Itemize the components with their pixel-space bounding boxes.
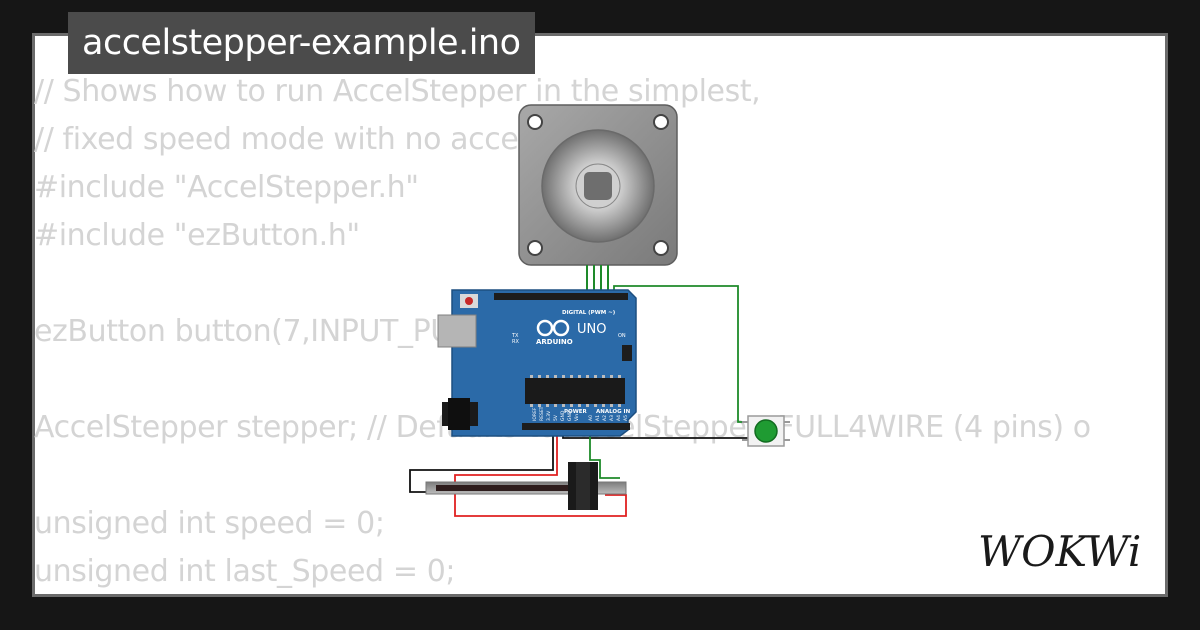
pin-label: GND <box>567 410 573 421</box>
arduino-infinity-icon <box>536 319 570 337</box>
code-line: #include "ezButton.h" <box>34 218 360 253</box>
board-name: UNO <box>577 322 606 337</box>
pin-label: A4 <box>616 415 622 421</box>
code-line: unsigned int last_Speed = 0; <box>34 554 456 589</box>
code-line: unsigned int speed = 0; <box>34 506 385 541</box>
code-line: #include "AccelStepper.h" <box>34 170 419 205</box>
arduino-uno-board: UNO ARDUINO DIGITAL (PWM ~) POWER ANALOG… <box>437 289 637 437</box>
pin-label: 5V <box>553 414 559 421</box>
code-line: // Shows how to run AccelStepper in the … <box>34 74 761 109</box>
pin-label: Vin <box>574 414 580 421</box>
push-button[interactable] <box>742 415 790 447</box>
digital-label: DIGITAL (PWM ~) <box>562 310 616 316</box>
pin-label: A1 <box>595 415 601 421</box>
wokwi-logo-text: WOKWi <box>978 527 1141 576</box>
pin-label: 3.3V <box>546 410 552 421</box>
power-label: POWER <box>564 409 588 415</box>
board-brand: ARDUINO <box>536 338 573 346</box>
pin-label: A2 <box>602 415 608 421</box>
on-label: ON <box>618 333 626 339</box>
rx-label: RX <box>512 339 519 345</box>
tx-label: TX <box>511 333 519 339</box>
pin-label: A5 <box>623 415 629 421</box>
pin-label: IOREF <box>532 407 538 421</box>
pin-label: A3 <box>609 415 615 421</box>
analog-label: ANALOG IN <box>596 409 631 415</box>
pin-label: RESET <box>539 406 545 421</box>
slide-potentiometer[interactable] <box>425 462 627 510</box>
wokwi-logo: WOKWi <box>978 527 1141 576</box>
pin-label: A0 <box>588 415 594 421</box>
pin-label: GND <box>560 410 566 421</box>
stepper-motor <box>518 104 678 296</box>
project-title: accelstepper-example.ino <box>68 12 535 74</box>
code-block: // Shows how to run AccelStepper in the … <box>34 68 1091 596</box>
